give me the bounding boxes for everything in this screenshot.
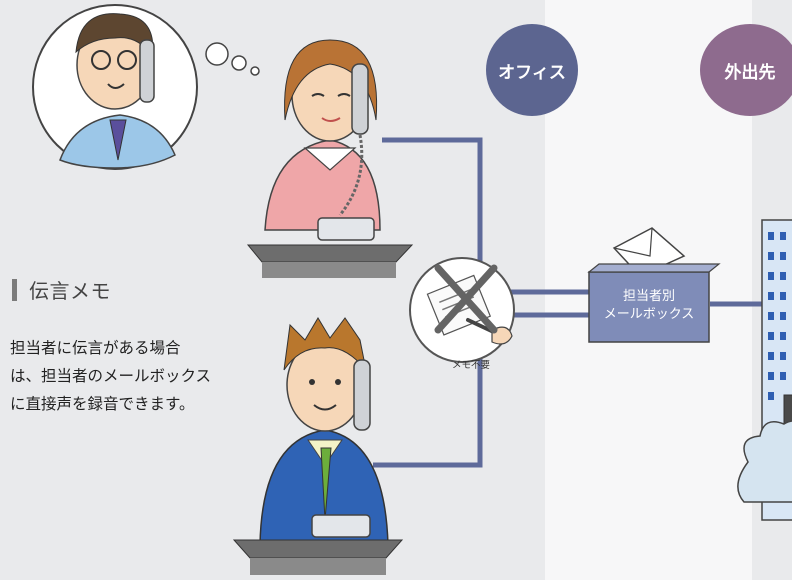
cross-mark-icon (434, 264, 498, 334)
cloud-icon (737, 420, 792, 503)
section-title: 伝言メモ (29, 279, 111, 303)
thought-bubble-medium (231, 55, 247, 71)
mailbox-label: 担当者別 メールボックス (589, 288, 709, 324)
section-heading: 伝言メモ (12, 275, 111, 304)
memo-not-needed-hub (409, 257, 515, 363)
description-line-1: 担当者に伝言がある場合 (10, 339, 181, 357)
mailbox-label-line2: メールボックス (603, 307, 695, 322)
businessman-illustration (232, 317, 404, 575)
mailbox-label-line1: 担当者別 (622, 289, 675, 304)
thought-bubbles (205, 42, 260, 76)
thought-bubble-large (205, 42, 229, 66)
description-line-3: に直接声を録音できます。 (10, 395, 195, 413)
heading-accent-bar (12, 278, 17, 301)
memo-not-needed-label: メモ不要 (451, 360, 490, 371)
outside-circle-label: 外出先 (700, 24, 792, 116)
thought-bubble-small (250, 66, 260, 76)
office-circle-label: オフィス (486, 24, 578, 116)
section-description: 担当者に伝言がある場合 は、担当者のメールボックス に直接声を録音できます。 (10, 334, 270, 418)
caller-bubble (32, 4, 198, 170)
woman-receptionist-illustration (246, 39, 414, 278)
description-line-2: は、担当者のメールボックス (10, 367, 212, 385)
office-building-icon (737, 219, 792, 521)
mailbox-box (587, 263, 721, 343)
